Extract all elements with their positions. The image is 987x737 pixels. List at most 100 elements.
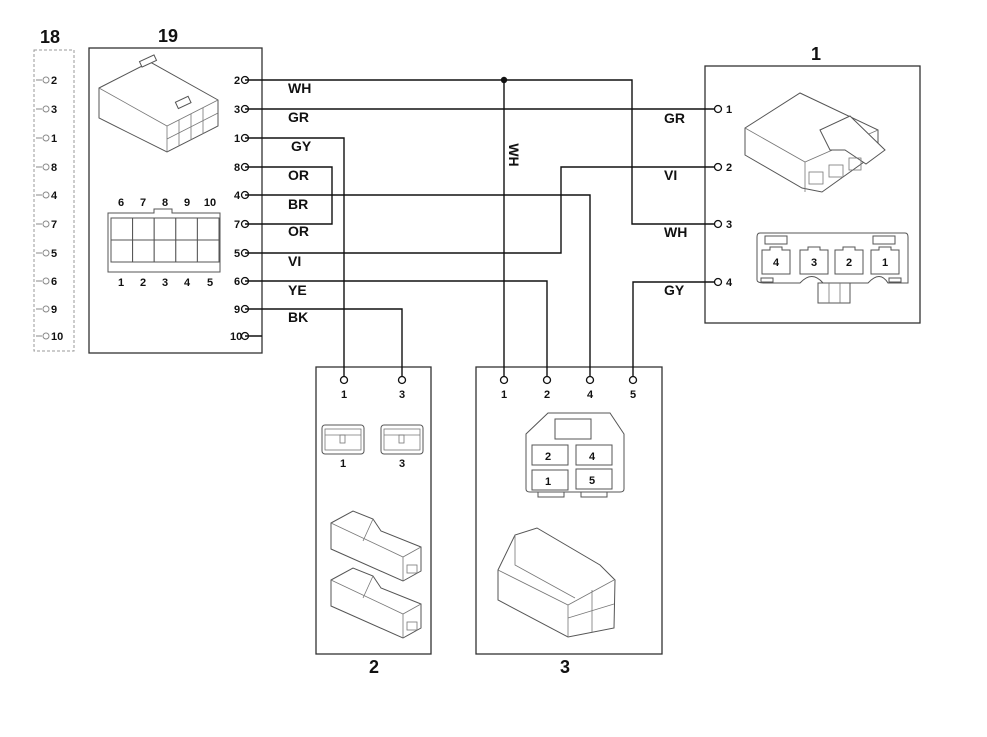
connector-3-outline bbox=[475, 366, 663, 655]
connector-18-pin-label: 9 bbox=[51, 304, 57, 316]
connector-19-face-label: 1 bbox=[118, 277, 124, 289]
wire-bk[interactable] bbox=[245, 308, 403, 376]
connector-18-pin-label: 10 bbox=[51, 331, 63, 343]
connector-1-face-label: 3 bbox=[811, 257, 817, 269]
connector-1-face-label: 2 bbox=[846, 257, 852, 269]
connector-18-pin-label: 2 bbox=[51, 75, 57, 87]
wire-color-label: WH bbox=[288, 80, 311, 96]
connector-19-housing-icon bbox=[98, 54, 219, 153]
connector-2-housing-icon bbox=[330, 510, 422, 639]
connector-19-outline bbox=[88, 47, 263, 354]
connector-18-pin-label: 7 bbox=[51, 219, 57, 231]
connector-2-face-label: 3 bbox=[399, 458, 405, 470]
connector-3-face-label: 4 bbox=[589, 451, 596, 463]
connector-19-pin-label: 6 bbox=[234, 276, 240, 288]
wire-wh[interactable] bbox=[245, 79, 714, 225]
connector-1-pin-terminal[interactable] bbox=[713, 162, 723, 172]
connector-2-pin-terminal[interactable] bbox=[339, 375, 349, 385]
connector-3-pin-label: 4 bbox=[587, 389, 594, 401]
wire-br[interactable] bbox=[245, 194, 591, 376]
connector-3-pin-terminal[interactable] bbox=[628, 375, 638, 385]
wire-color-label: GY bbox=[291, 138, 312, 154]
connector-19-face-label: 10 bbox=[204, 197, 216, 209]
connector-19-pin-label: 5 bbox=[234, 248, 240, 260]
connector-19-cavity bbox=[175, 217, 198, 241]
wire-color-label: OR bbox=[288, 223, 309, 239]
connector-19-face-label: 9 bbox=[184, 197, 190, 209]
wire-ye[interactable] bbox=[245, 280, 548, 376]
connector-3-pin-label: 1 bbox=[501, 389, 507, 401]
connector-19-cavity bbox=[196, 239, 220, 263]
connector-3-face-label: 5 bbox=[589, 475, 595, 487]
connector-19-cavity bbox=[196, 217, 220, 241]
wire-color-label: GR bbox=[288, 109, 309, 125]
connector-18-pin-terminal bbox=[42, 249, 50, 257]
connector-19-pin-label: 3 bbox=[234, 104, 240, 116]
wire-color-label: YE bbox=[288, 282, 307, 298]
connector-18-pin-terminal bbox=[42, 76, 50, 84]
connector-18-pin-label: 8 bbox=[51, 162, 57, 174]
connector-2-pin-label: 3 bbox=[399, 389, 405, 401]
connector-2-outline bbox=[315, 366, 432, 655]
connector-19-cavity bbox=[175, 239, 198, 263]
wire-gy[interactable] bbox=[245, 137, 345, 376]
connector-19-face-label: 4 bbox=[184, 277, 191, 289]
connector-3-cavity bbox=[575, 468, 613, 490]
connector-2-pin-terminal[interactable] bbox=[397, 375, 407, 385]
connector-1-outline bbox=[704, 65, 921, 324]
connector-3-housing-icon bbox=[497, 527, 616, 638]
connector-19-face-label: 6 bbox=[118, 197, 124, 209]
connector-1-title: 1 bbox=[811, 44, 821, 64]
connector-3-pin-label: 5 bbox=[630, 389, 636, 401]
connector-19-pin-label: 10 bbox=[230, 331, 242, 343]
connector-1-pin-label: 4 bbox=[726, 277, 733, 289]
connector-18-pin-terminal bbox=[42, 220, 50, 228]
connector-19-pin-label: 9 bbox=[234, 304, 240, 316]
connector-3-pin-label: 2 bbox=[544, 389, 550, 401]
connector-1-pin-label: 2 bbox=[726, 162, 732, 174]
wire-junction bbox=[500, 76, 508, 84]
connector-18-pin-terminal bbox=[42, 277, 50, 285]
connector-19-pin-label: 7 bbox=[234, 219, 240, 231]
connector-1-cavity bbox=[761, 246, 791, 275]
connector-19-pin-label: 4 bbox=[234, 190, 241, 202]
connector-3-pin-terminal[interactable] bbox=[542, 375, 552, 385]
connector-1-pin-label: 3 bbox=[726, 219, 732, 231]
connector-18-pin-label: 4 bbox=[51, 190, 58, 202]
wire-color-label: VI bbox=[288, 253, 301, 269]
connector-1-cavity bbox=[834, 246, 864, 275]
connector-3-face-label: 2 bbox=[545, 451, 551, 463]
connector-18-pin-terminal bbox=[42, 134, 50, 142]
connector-19-face-label: 7 bbox=[140, 197, 146, 209]
connector-2-terminal-face bbox=[321, 424, 365, 455]
connector-3-pin-terminal[interactable] bbox=[585, 375, 595, 385]
connector-1-face-label: 1 bbox=[882, 257, 888, 269]
connector-19-cavity bbox=[153, 217, 177, 241]
connector-18-title: 18 bbox=[40, 27, 60, 47]
wire-label-vertical: WH bbox=[506, 143, 522, 166]
connector-1-cavity bbox=[799, 246, 829, 275]
connector-19-cavity bbox=[110, 217, 134, 241]
connector-3-pin-terminal[interactable] bbox=[499, 375, 509, 385]
connector-3-cavity bbox=[531, 444, 569, 466]
connector-19-pin-label: 8 bbox=[234, 162, 240, 174]
connector-18-pin-terminal bbox=[42, 332, 50, 340]
connector-1-pin-terminal[interactable] bbox=[713, 277, 723, 287]
connector-1-cavity bbox=[870, 246, 900, 275]
wire-color-label: GY bbox=[664, 282, 685, 298]
wire-vi[interactable] bbox=[245, 166, 714, 254]
connector-19-title: 19 bbox=[158, 26, 178, 46]
connector-19-face-label: 2 bbox=[140, 277, 146, 289]
connector-1-pin-terminal[interactable] bbox=[713, 104, 723, 114]
connector-1-pin-terminal[interactable] bbox=[713, 219, 723, 229]
wire-color-label: GR bbox=[664, 110, 685, 126]
connector-18-pin-terminal bbox=[42, 105, 50, 113]
wire-gy-2[interactable] bbox=[632, 281, 714, 376]
connector-19-face-label: 3 bbox=[162, 277, 168, 289]
connector-18-pin-terminal bbox=[42, 163, 50, 171]
